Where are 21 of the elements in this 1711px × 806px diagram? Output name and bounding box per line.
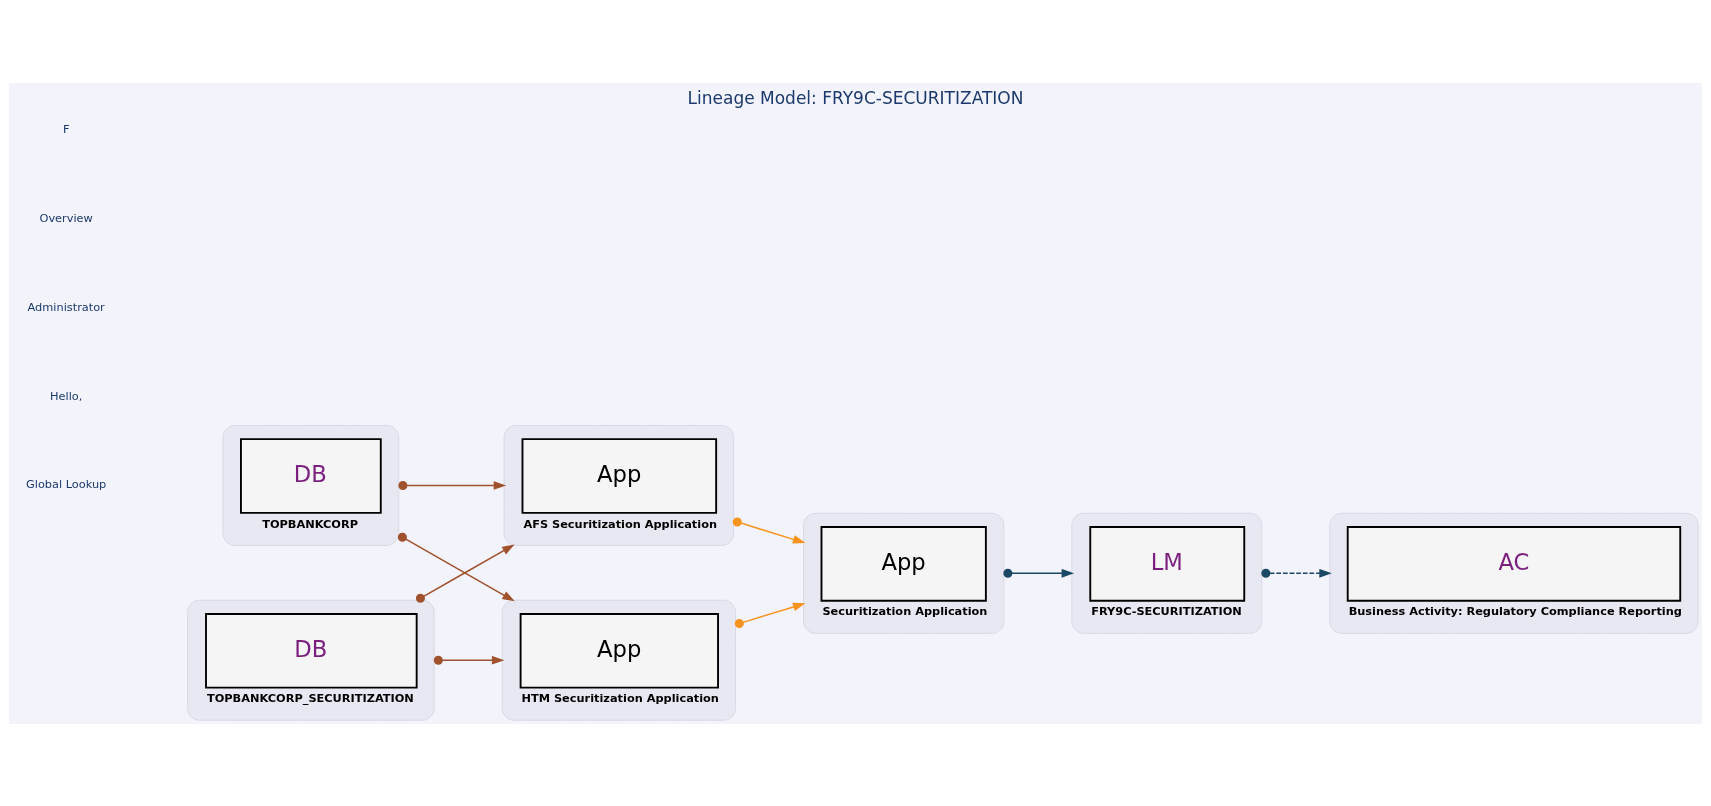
node-box: DB TOPBANKCORP bbox=[222, 424, 400, 546]
node-box: App Securitization Application bbox=[803, 512, 1005, 634]
arrow bbox=[415, 543, 515, 603]
node-box: DB TOPBANKCORP_SECURITIZATION bbox=[187, 599, 435, 721]
arrow bbox=[734, 602, 806, 628]
node-box: App AFS Securitization Application bbox=[503, 424, 735, 546]
arrow bbox=[433, 655, 505, 665]
node-box: AC Business Activity: Regulatory Compliance Reporting bbox=[1329, 512, 1699, 634]
arrow bbox=[1261, 568, 1332, 578]
node-box: App HTM Securitization Application bbox=[501, 599, 736, 721]
label: Global Lookup bbox=[26, 476, 107, 491]
arrow bbox=[1003, 568, 1075, 578]
node-box: LM FRY9C-SECURITIZATION bbox=[1071, 512, 1263, 634]
label: Administrator bbox=[27, 299, 105, 314]
arrow bbox=[398, 480, 507, 490]
label: Hello, bbox=[50, 388, 83, 403]
arrow bbox=[732, 516, 806, 544]
arrow bbox=[397, 532, 515, 601]
label: F bbox=[62, 121, 70, 136]
diagram-title: Lineage Model: FRY9C-SECURITIZATION bbox=[687, 87, 1024, 108]
label: Overview bbox=[39, 210, 93, 225]
